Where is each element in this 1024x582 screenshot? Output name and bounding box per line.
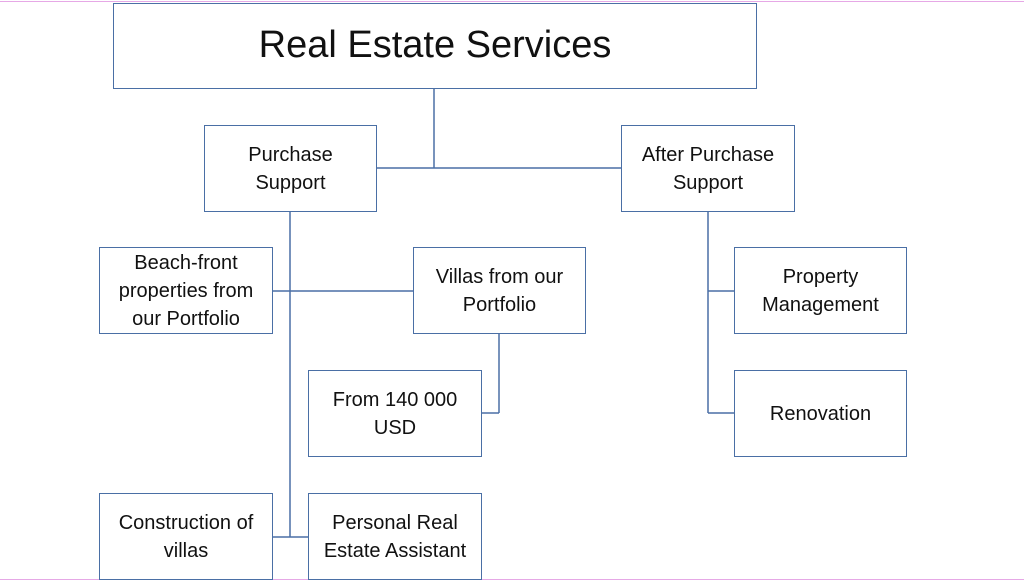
node-construction-of-villas: Construction of villas [99, 493, 273, 580]
node-price-from: From 140 000 USD [308, 370, 482, 457]
node-property-management: Property Management [734, 247, 907, 334]
node-personal-real-estate-assistant: Personal Real Estate Assistant [308, 493, 482, 580]
node-real-estate-services: Real Estate Services [113, 3, 757, 89]
top-guide-line [0, 1, 1024, 2]
node-after-purchase-support: After Purchase Support [621, 125, 795, 212]
node-villas-from-portfolio: Villas from our Portfolio [413, 247, 586, 334]
node-purchase-support: Purchase Support [204, 125, 377, 212]
node-beach-front-properties: Beach-front properties from our Portfoli… [99, 247, 273, 334]
bottom-guide-line [0, 579, 1024, 580]
node-renovation: Renovation [734, 370, 907, 457]
